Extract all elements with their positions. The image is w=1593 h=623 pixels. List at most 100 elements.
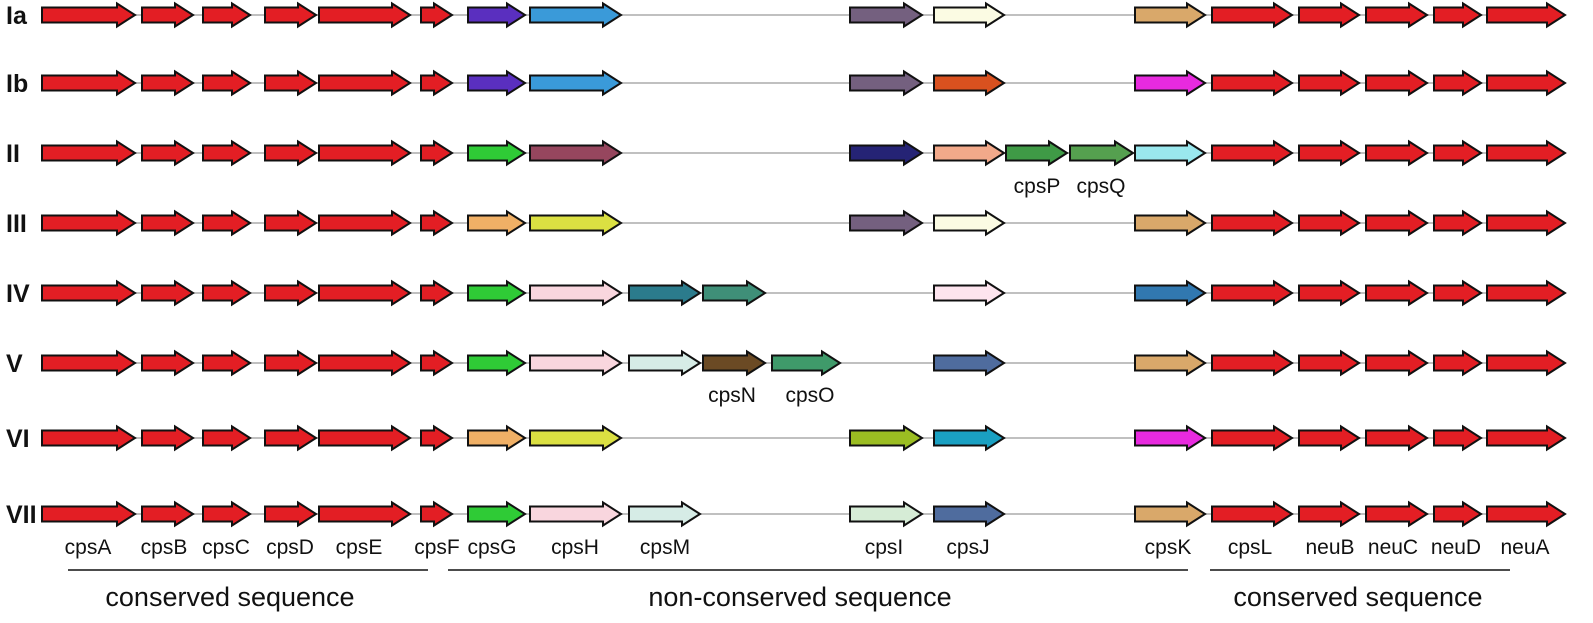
gene-arrow-cpsB <box>141 279 195 307</box>
gene-arrow-cpsJ <box>933 139 1006 167</box>
cluster-row-III: III <box>6 209 1567 238</box>
gene-arrow-neuB <box>1298 69 1361 97</box>
gene-arrow-cpsI <box>849 69 924 97</box>
gene-arrow-cpsP <box>1005 139 1069 167</box>
gene-arrow-cpsJ <box>933 69 1006 97</box>
gene-arrow-neuB <box>1298 1 1361 29</box>
gene-arrow-neuD <box>1433 69 1483 97</box>
gene-arrow-cpsH <box>529 424 623 452</box>
gene-arrow-neuA <box>1486 279 1567 307</box>
gene-label-cpsL: cpsL <box>1228 536 1272 559</box>
gene-arrow-cpsC <box>202 500 252 528</box>
gene-arrow-cpsL <box>1211 349 1294 377</box>
gene-arrow-cpsA <box>41 349 137 377</box>
gene-arrow-cpsI <box>849 424 924 452</box>
gene-arrow-cpsB <box>141 209 195 237</box>
gene-arrow-cpsA <box>41 209 137 237</box>
gene-arrow-neuC <box>1365 424 1429 452</box>
gene-arrow-neuD <box>1433 209 1483 237</box>
gene-label-cpsC: cpsC <box>202 536 250 559</box>
gene-arrow-neuA <box>1486 69 1567 97</box>
gene-arrow-cpsF <box>420 69 454 97</box>
row-label: VII <box>6 501 37 529</box>
gene-arrow-neuC <box>1365 209 1429 237</box>
gene-arrow-neuB <box>1298 279 1361 307</box>
gene-arrow-cpsL <box>1211 279 1294 307</box>
gene-label-cpsN: cpsN <box>708 384 756 407</box>
gene-arrow-neuD <box>1433 349 1483 377</box>
cluster-row-V: V <box>6 349 1567 378</box>
gene-label-cpsF: cpsF <box>414 536 460 559</box>
gene-label-cpsG: cpsG <box>467 536 516 559</box>
gene-arrow-cpsE <box>318 209 412 237</box>
gene-arrow-cpsI <box>849 209 924 237</box>
gene-arrow-cpsD <box>264 139 318 167</box>
gene-arrow-cpsJ <box>933 1 1006 29</box>
gene-arrow-neuA <box>1486 1 1567 29</box>
gene-label-cpsQ: cpsQ <box>1076 175 1125 198</box>
gene-arrow-cpsA <box>41 139 137 167</box>
gene-arrow-cpsJ <box>933 209 1006 237</box>
gene-arrow-neuC <box>1365 279 1429 307</box>
gene-arrow-cpsH <box>529 1 623 29</box>
gene-arrow-neuB <box>1298 500 1361 528</box>
cluster-row-VII: VII <box>6 500 1567 529</box>
gene-arrow-cpsH <box>529 349 623 377</box>
gene-arrow-cpsB <box>141 424 195 452</box>
gene-arrow-cpsK <box>1134 139 1207 167</box>
gene-arrow-cpsK <box>1134 349 1207 377</box>
gene-arrow-cpsF <box>420 500 454 528</box>
gene-arrow-cpsM <box>628 349 702 377</box>
gene-arrow-cpsE <box>318 69 412 97</box>
gene-arrow-neuD <box>1433 279 1483 307</box>
gene-arrow-cpsL <box>1211 139 1294 167</box>
gene-arrow-cpsL <box>1211 69 1294 97</box>
gene-arrow-cpsL <box>1211 209 1294 237</box>
gene-arrow-cpsF <box>420 209 454 237</box>
section-label-conserved-left: conserved sequence <box>105 582 354 612</box>
gene-arrow-cpsI <box>849 139 924 167</box>
gene-arrow-cpsJ <box>933 500 1006 528</box>
gene-label-neuC: neuC <box>1368 536 1418 559</box>
gene-arrow-neuD <box>1433 500 1483 528</box>
gene-label-cpsB: cpsB <box>141 536 188 559</box>
gene-arrow-cpsC <box>202 279 252 307</box>
gene-arrow-cpsD <box>264 69 318 97</box>
section-brackets: conserved sequence non-conserved sequenc… <box>68 569 1510 612</box>
gene-arrow-cpsC <box>202 139 252 167</box>
gene-arrow-cpsI <box>849 500 924 528</box>
gene-arrow-neuB <box>1298 349 1361 377</box>
row-label: Ib <box>6 70 28 98</box>
gene-label-cpsI: cpsI <box>865 536 904 559</box>
gene-arrow-cpsD <box>264 209 318 237</box>
cluster-row-II: II <box>6 139 1567 168</box>
gene-arrow-cpsC <box>202 209 252 237</box>
gene-label-cpsO: cpsO <box>785 384 834 407</box>
gene-arrow-cpsC <box>202 349 252 377</box>
gene-label-cpsE: cpsE <box>336 536 383 559</box>
gene-arrow-cpsD <box>264 424 318 452</box>
gene-arrow-cpsG <box>467 279 527 307</box>
gene-arrow-cpsC <box>202 69 252 97</box>
gene-arrow-cpsB <box>141 500 195 528</box>
gene-arrow-cpsJ <box>933 424 1006 452</box>
gene-label-cpsP: cpsP <box>1014 175 1061 198</box>
gene-arrow-cpsQ <box>1069 139 1135 167</box>
gene-arrow-neuB <box>1298 139 1361 167</box>
inline-gene-labels: cpsP cpsQ cpsN cpsO <box>708 175 1125 407</box>
gene-arrow-cpsL <box>1211 1 1294 29</box>
section-label-conserved-right: conserved sequence <box>1233 582 1482 612</box>
gene-arrow-neuC <box>1365 69 1429 97</box>
gene-arrow-cpsG <box>467 500 527 528</box>
gene-arrow-cpsF <box>420 1 454 29</box>
gene-arrow-cpsL <box>1211 424 1294 452</box>
gene-arrow-cpsE <box>318 139 412 167</box>
gene-arrow-neuC <box>1365 500 1429 528</box>
row-label: II <box>6 140 20 168</box>
row-label: IV <box>6 280 30 308</box>
gene-arrow-cpsJ <box>933 279 1006 307</box>
gene-arrow-neuA <box>1486 424 1567 452</box>
gene-arrow-cpsK <box>1134 209 1207 237</box>
